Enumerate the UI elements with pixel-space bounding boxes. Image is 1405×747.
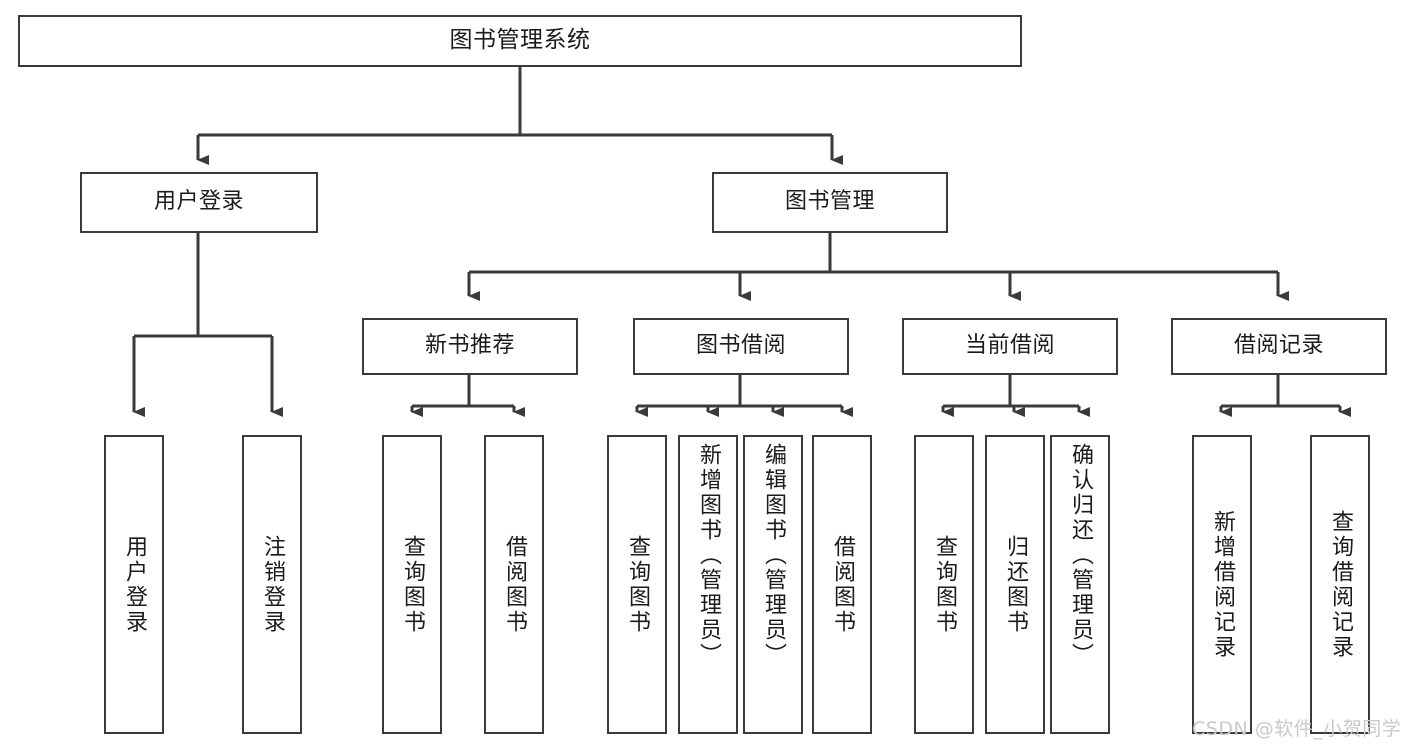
- node-label: 借阅图书: [830, 534, 855, 635]
- node-book-borrow[interactable]: 图书借阅: [633, 318, 849, 375]
- node-book-management[interactable]: 图书管理: [712, 172, 948, 233]
- leaf-borrow-book-recommend[interactable]: 借阅图书: [484, 435, 544, 734]
- node-borrow-record[interactable]: 借阅记录: [1171, 318, 1387, 375]
- leaf-return-book[interactable]: 归还图书: [985, 435, 1045, 734]
- node-label: 查询图书: [932, 534, 957, 635]
- leaf-user-login[interactable]: 用户登录: [104, 435, 164, 734]
- leaf-query-borrow-record[interactable]: 查询借阅记录: [1310, 435, 1370, 734]
- node-label: 图书管理系统: [449, 27, 591, 54]
- node-book-management-system[interactable]: 图书管理系统: [18, 15, 1022, 67]
- node-label: 注销登录: [260, 534, 285, 635]
- node-label: 归还图书: [1003, 534, 1028, 635]
- node-label: 借阅记录: [1233, 333, 1324, 359]
- node-new-book-recommend[interactable]: 新书推荐: [362, 318, 578, 375]
- node-label: 用户登录: [153, 189, 244, 215]
- leaf-query-book-borrow[interactable]: 查询图书: [607, 435, 667, 734]
- leaf-query-book-current[interactable]: 查询图书: [914, 435, 974, 734]
- leaf-query-book-recommend[interactable]: 查询图书: [382, 435, 442, 734]
- node-current-borrow[interactable]: 当前借阅: [902, 318, 1118, 375]
- node-label: 用户登录: [122, 534, 147, 635]
- node-label: 图书借阅: [695, 333, 786, 359]
- node-label: 新增图书（管理员）: [696, 443, 721, 668]
- leaf-borrow-book[interactable]: 借阅图书: [812, 435, 872, 734]
- node-user-login[interactable]: 用户登录: [80, 172, 318, 233]
- node-label: 查询图书: [625, 534, 650, 635]
- node-label: 查询借阅记录: [1328, 509, 1353, 660]
- leaf-logout-login[interactable]: 注销登录: [242, 435, 302, 734]
- node-label: 借阅图书: [502, 534, 527, 635]
- leaf-confirm-return-admin[interactable]: 确认归还（管理员）: [1050, 435, 1110, 734]
- node-label: 查询图书: [400, 534, 425, 635]
- csdn-watermark: CSDN @软件_小贺同学: [1192, 718, 1402, 740]
- node-label: 新书推荐: [424, 333, 515, 359]
- leaf-edit-book-admin[interactable]: 编辑图书（管理员）: [743, 435, 803, 734]
- node-label: 图书管理: [784, 189, 875, 215]
- leaf-add-borrow-record[interactable]: 新增借阅记录: [1192, 435, 1252, 734]
- node-label: 新增借阅记录: [1210, 509, 1235, 660]
- node-label: 确认归还（管理员）: [1068, 443, 1093, 668]
- node-label: 编辑图书（管理员）: [761, 443, 786, 668]
- node-label: 当前借阅: [964, 333, 1055, 359]
- leaf-add-book-admin[interactable]: 新增图书（管理员）: [678, 435, 738, 734]
